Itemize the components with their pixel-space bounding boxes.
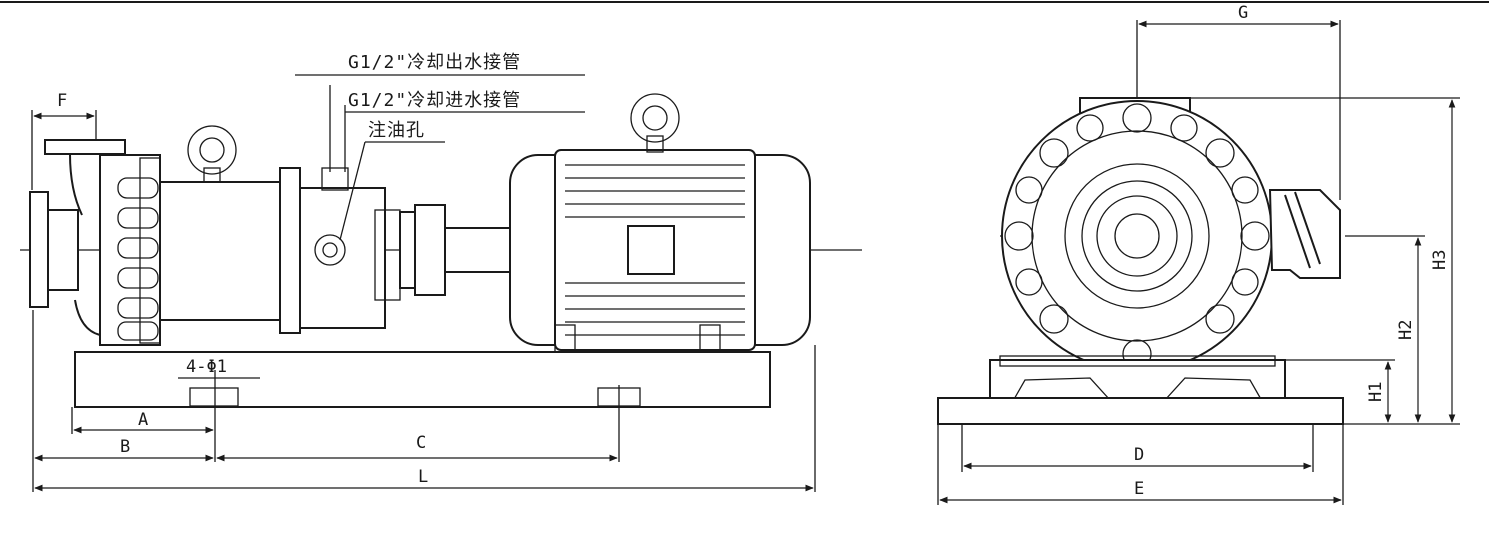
dim-C-label: C [416, 433, 426, 453]
magnet-housing [159, 181, 281, 321]
front-base-plate [937, 397, 1344, 425]
dim-H1-label: H1 [1366, 382, 1386, 402]
base-bolt-hole [189, 387, 239, 407]
pump-casing [99, 154, 161, 346]
dim-L-label: L [418, 467, 428, 487]
lifting-eye-icon [187, 125, 237, 183]
cooling-pipe-stub [321, 167, 349, 191]
dim-F-label: F [57, 91, 67, 111]
motor-fins [565, 164, 745, 336]
shaft-hole [1114, 213, 1160, 259]
note-oil-hole: 注油孔 [368, 120, 425, 141]
bolt-callout: 4-Φ1 [186, 357, 227, 377]
dim-D-label: D [1134, 445, 1144, 465]
base-plate [74, 351, 771, 408]
shaft [444, 227, 511, 273]
motor-lifting-eye-icon [630, 93, 680, 153]
terminal-box [627, 225, 675, 275]
dim-B-label: B [120, 437, 130, 457]
casing-bolts [117, 177, 159, 341]
dim-A-label: A [138, 410, 148, 430]
volute-ring-4 [1096, 195, 1178, 277]
volute-outer [1001, 100, 1273, 372]
volute-ring-2 [1064, 163, 1210, 309]
inlet-neck [47, 209, 79, 291]
volute-ring-1 [1031, 130, 1243, 342]
oil-hole-icon [314, 234, 346, 266]
outlet-flange [44, 139, 126, 155]
side-pipe [1268, 189, 1341, 279]
inlet-flange [29, 191, 49, 308]
side-view: G1/2"冷却出水接管 G1/2"冷却进水接管 注油孔 4-Φ1 F A B C… [20, 52, 862, 492]
note-cooling-inlet: G1/2"冷却进水接管 [348, 90, 521, 111]
dim-G-label: G [1238, 3, 1248, 23]
dim-H2-label: H2 [1396, 320, 1416, 340]
note-cooling-outlet: G1/2"冷却出水接管 [348, 52, 521, 73]
coupling-flange [414, 204, 446, 296]
front-view: G H3 H2 H1 D E [937, 3, 1460, 505]
volute-ring-3 [1081, 180, 1193, 292]
dim-E-label: E [1134, 479, 1144, 499]
pedestal-top [999, 355, 1276, 367]
front-bolt-bosses [1004, 103, 1270, 369]
bracket-flange [279, 167, 301, 334]
dim-H3-label: H3 [1430, 250, 1450, 270]
